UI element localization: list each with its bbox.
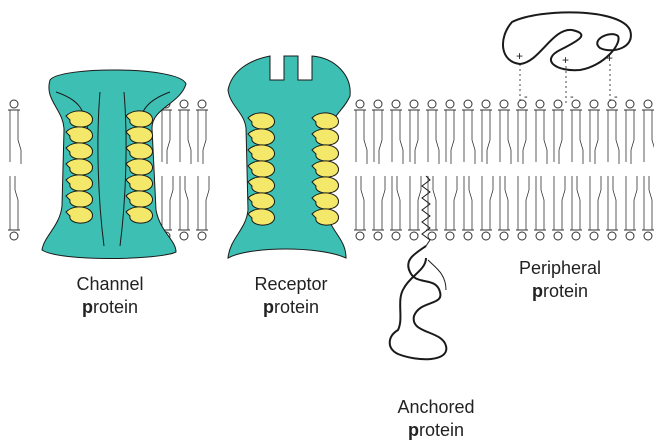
charge-minus-1: - (524, 91, 528, 103)
lipid-molecule (498, 100, 511, 240)
receptor-label-rest: rotein (274, 297, 319, 317)
lipid-molecule (372, 100, 385, 240)
lipid-molecule (426, 100, 439, 240)
charge-minus-3: - (614, 91, 618, 103)
lipid-molecule (160, 100, 173, 240)
charge-plus-3: + (606, 51, 613, 65)
channel-protein-label: Channel protein (58, 273, 162, 319)
channel-label-line1: Channel (58, 273, 162, 296)
lipid-molecule (588, 100, 601, 240)
channel-protein (42, 70, 186, 259)
anchored-label-line1: Anchored (388, 396, 484, 419)
lipid-molecule (552, 100, 565, 240)
peripheral-label-rest: rotein (543, 281, 588, 301)
receptor-label-line1: Receptor (236, 273, 346, 296)
charge-minus-2: - (570, 91, 574, 103)
channel-label-line2: protein (58, 296, 162, 319)
anchored-label-rest: rotein (419, 420, 464, 440)
receptor-protein (228, 56, 350, 258)
lipid-molecule (196, 100, 209, 240)
lipid-molecule (480, 100, 493, 240)
peripheral-label-line1: Peripheral (504, 257, 616, 280)
lipid-molecule (534, 100, 547, 240)
charge-plus-2: + (562, 53, 569, 67)
lipid-molecule (570, 100, 583, 240)
peripheral-label-bold-letter: p (532, 281, 543, 301)
receptor-label-line2: protein (236, 296, 346, 319)
lipid-molecule (390, 100, 403, 240)
lipid-molecule (354, 100, 367, 240)
receptor-label-bold-letter: p (263, 297, 274, 317)
lipid-molecule (408, 100, 421, 240)
lipid-molecule (642, 100, 654, 240)
anchored-label-line2: protein (388, 419, 484, 442)
lipid-molecule (444, 100, 457, 240)
lipid-molecule (462, 100, 475, 240)
peripheral-protein: + + + - - - (503, 12, 631, 104)
lipid-molecule (606, 100, 619, 240)
lipid-molecule (178, 100, 191, 240)
anchored-protein-label: Anchored protein (388, 396, 484, 442)
charge-plus-1: + (516, 49, 523, 63)
receptor-protein-label: Receptor protein (236, 273, 346, 319)
channel-label-rest: rotein (93, 297, 138, 317)
channel-label-bold-letter: p (82, 297, 93, 317)
anchored-label-bold-letter: p (408, 420, 419, 440)
peripheral-label-line2: protein (504, 280, 616, 303)
lipid-molecule (624, 100, 637, 240)
lipid-molecule (516, 100, 529, 240)
lipid-molecule (8, 100, 21, 240)
peripheral-protein-label: Peripheral protein (504, 257, 616, 303)
